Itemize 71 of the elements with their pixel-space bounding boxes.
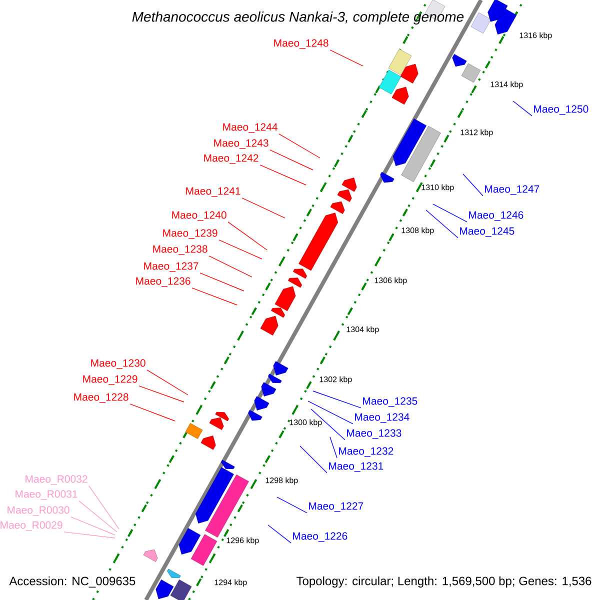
gene-label: Maeo_1229 bbox=[83, 375, 138, 385]
genome-summary: Topology: circular; Length: 1,569,500 bp; Genes: 1,536 bbox=[295, 575, 593, 589]
gene-label: Maeo_1243 bbox=[214, 139, 268, 149]
leader-line bbox=[512, 100, 532, 116]
scale-label: 1316 kbp bbox=[520, 32, 552, 40]
gene-label: Maeo_1226 bbox=[293, 532, 348, 542]
leader-line bbox=[312, 390, 362, 408]
leader-line bbox=[310, 408, 346, 440]
leader-line bbox=[462, 174, 484, 196]
leader-line bbox=[70, 516, 116, 536]
scale-label: 1306 kbp bbox=[374, 277, 407, 285]
gene-label: Maeo_1245 bbox=[460, 227, 514, 237]
gene-label: Maeo_1246 bbox=[469, 211, 524, 221]
leader-line bbox=[130, 404, 176, 422]
leader-line bbox=[146, 370, 188, 396]
leader-line bbox=[208, 256, 252, 278]
leader-line bbox=[260, 164, 306, 186]
scale-label: 1294 kbp bbox=[214, 579, 247, 587]
gene-label: Maeo_1235 bbox=[363, 397, 418, 407]
scale-label: 1312 kbp bbox=[460, 129, 493, 137]
scale-label: 1302 kbp bbox=[320, 376, 352, 384]
leader-line bbox=[308, 400, 354, 424]
gene-label: Maeo_1228 bbox=[74, 393, 128, 403]
scale-label: 1298 kbp bbox=[266, 477, 298, 485]
gene-label: Maeo_1239 bbox=[163, 229, 218, 239]
scale-label: 1314 kbp bbox=[490, 81, 523, 89]
leader-line bbox=[432, 204, 468, 222]
accession-label: Accession: NC_009635 bbox=[8, 575, 137, 589]
leader-line bbox=[228, 222, 268, 250]
gene-label: Maeo_1244 bbox=[223, 123, 278, 133]
leader-line bbox=[78, 500, 118, 532]
leader-line bbox=[426, 210, 458, 238]
gene-label: Maeo_1248 bbox=[274, 39, 328, 49]
gene-label: Maeo_1232 bbox=[339, 447, 394, 457]
gene-label: Maeo_R0031 bbox=[16, 490, 78, 500]
leader-line bbox=[242, 198, 286, 218]
leader-line bbox=[64, 532, 116, 538]
gene-label: Maeo_1236 bbox=[136, 277, 190, 287]
scale-label: 1308 kbp bbox=[402, 227, 434, 235]
leader-line bbox=[192, 288, 238, 306]
gene-label: Maeo_R0030 bbox=[8, 506, 70, 516]
gene-label: Maeo_1247 bbox=[485, 185, 540, 195]
gene-label: Maeo_1233 bbox=[347, 429, 402, 439]
gene-label: Maeo_R0029 bbox=[0, 521, 62, 531]
gene-label: Maeo_1238 bbox=[153, 245, 208, 255]
leader-line bbox=[268, 524, 292, 544]
scale-label: 1304 kbp bbox=[346, 326, 379, 334]
gene-label: Maeo_1240 bbox=[172, 211, 226, 221]
leader-line bbox=[200, 272, 244, 292]
gene-label: Maeo_R0032 bbox=[26, 475, 88, 485]
gene-label: Maeo_1231 bbox=[329, 462, 384, 472]
gene-label: Maeo_1241 bbox=[186, 187, 240, 197]
gene-label: Maeo_1230 bbox=[91, 359, 146, 369]
gene-label: Maeo_1237 bbox=[144, 262, 198, 272]
scale-label: 1300 kbp bbox=[290, 419, 322, 427]
leader-line bbox=[218, 240, 262, 260]
leader-line bbox=[138, 386, 184, 402]
leader-line bbox=[88, 486, 120, 530]
gene-label: Maeo_1234 bbox=[355, 413, 410, 423]
leader-line bbox=[276, 496, 308, 514]
scale-label: 1296 kbp bbox=[226, 537, 259, 545]
leader-line bbox=[300, 446, 328, 474]
gene-label: Maeo_1242 bbox=[204, 154, 258, 164]
gene-label: Maeo_1250 bbox=[534, 105, 588, 115]
leader-line bbox=[278, 134, 320, 158]
leader-line bbox=[330, 50, 364, 66]
title: Methanococcus aeolicus Nankai-3, complete genome bbox=[132, 11, 464, 25]
leader-line bbox=[330, 436, 338, 458]
gene-label: Maeo_1227 bbox=[309, 502, 364, 512]
leader-line bbox=[270, 150, 314, 170]
scale-label: 1310 kbp bbox=[422, 184, 454, 192]
